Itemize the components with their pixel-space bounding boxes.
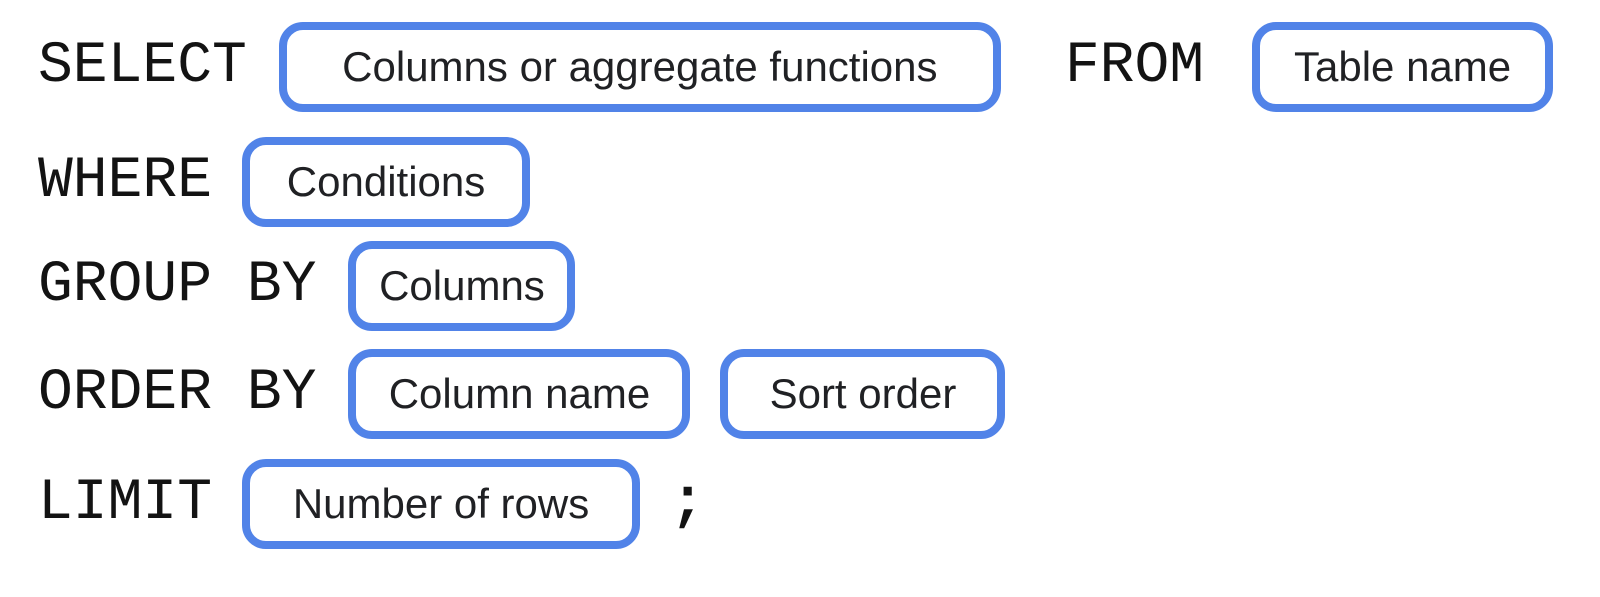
placeholder-box-conditions: Conditions xyxy=(242,137,531,227)
keyword-limit: LIMIT xyxy=(38,471,213,536)
syntax-row-where: WHERE Conditions xyxy=(38,137,531,227)
syntax-row-select: SELECT Columns or aggregate functions FR… xyxy=(38,22,1554,112)
placeholder-box-sort-order: Sort order xyxy=(720,349,1006,439)
placeholder-label: Columns xyxy=(379,262,545,309)
keyword-from: FROM xyxy=(1064,34,1205,99)
placeholder-box-columns-or-aggregate-functions: Columns or aggregate functions xyxy=(278,22,1001,112)
placeholder-label: Table name xyxy=(1294,43,1512,90)
placeholder-label: Sort order xyxy=(769,370,957,417)
syntax-row-group-by: GROUP BY Columns xyxy=(38,241,576,331)
syntax-row-order-by: ORDER BY Column name Sort order xyxy=(38,349,1006,439)
placeholder-box-table-name: Table name xyxy=(1252,22,1554,112)
placeholder-label: Columns or aggregate functions xyxy=(342,43,938,90)
placeholder-box-columns: Columns xyxy=(348,241,576,331)
placeholder-label: Conditions xyxy=(286,158,486,205)
keyword-order-by: ORDER BY xyxy=(38,361,317,426)
placeholder-box-column-name: Column name xyxy=(348,349,691,439)
keyword-select: SELECT xyxy=(38,34,247,99)
keyword-where: WHERE xyxy=(38,149,213,214)
statement-terminator: ; xyxy=(670,471,705,536)
keyword-group-by: GROUP BY xyxy=(38,253,317,318)
syntax-row-limit: LIMIT Number of rows ; xyxy=(38,459,705,549)
placeholder-label: Number of rows xyxy=(292,480,590,527)
placeholder-box-number-of-rows: Number of rows xyxy=(242,459,641,549)
placeholder-label: Column name xyxy=(388,370,651,417)
